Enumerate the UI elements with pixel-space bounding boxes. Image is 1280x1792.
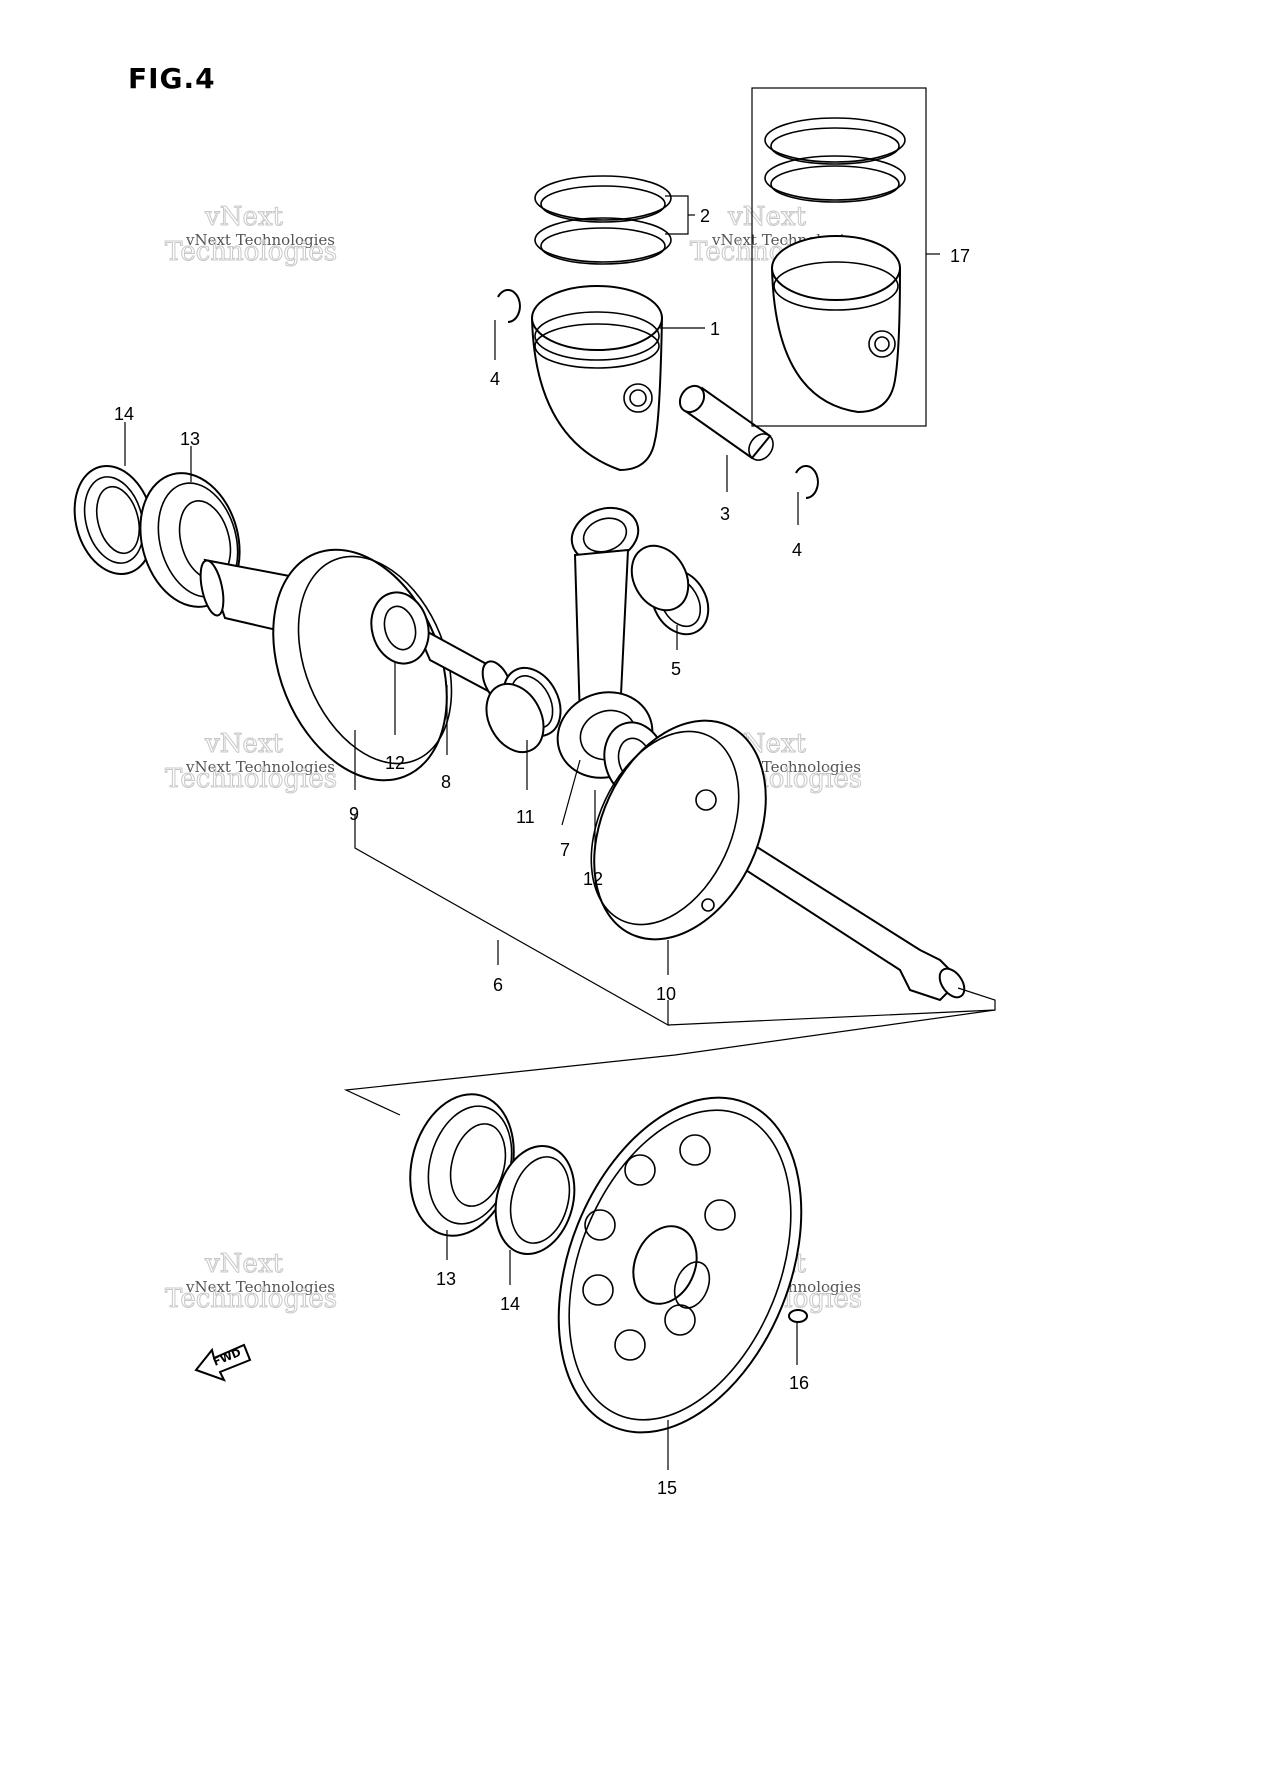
svg-text:Technologies: Technologies xyxy=(165,764,337,794)
svg-text:vNext Technologies: vNext Technologies xyxy=(185,1278,335,1296)
crank-right-half xyxy=(590,719,966,1002)
piston-rings xyxy=(534,175,672,265)
callout-15: 15 xyxy=(657,1478,677,1498)
leader-lines xyxy=(124,195,996,1470)
svg-text:Technologies: Technologies xyxy=(165,1284,337,1314)
svg-text:vNext: vNext xyxy=(204,1249,283,1279)
figure-title: FIG.4 xyxy=(128,62,216,95)
oil-seal-bottom xyxy=(494,1144,576,1256)
piston-pin xyxy=(678,384,774,461)
callout-14a: 14 xyxy=(114,404,134,424)
callout-17: 17 xyxy=(950,246,970,266)
callout-10: 10 xyxy=(656,984,676,1004)
watermark-bottom-left: vNext vNext Technologies Technologies xyxy=(165,1249,338,1315)
callout-7: 7 xyxy=(560,840,570,860)
callout-13a: 13 xyxy=(180,429,200,449)
svg-text:vNext: vNext xyxy=(204,202,283,232)
circlip-left xyxy=(497,289,521,323)
starter-gear xyxy=(557,1096,803,1434)
callout-12b: 12 xyxy=(583,869,603,889)
forward-arrow-icon: FWD xyxy=(194,1343,252,1382)
callout-4a: 4 xyxy=(490,369,500,389)
callout-13b: 13 xyxy=(436,1269,456,1289)
circlip-right xyxy=(795,465,819,499)
svg-text:vNext Technologies: vNext Technologies xyxy=(185,758,335,776)
svg-text:vNext: vNext xyxy=(204,729,283,759)
callout-3: 3 xyxy=(720,504,730,524)
callout-6: 6 xyxy=(493,975,503,995)
small-end-bearing xyxy=(630,544,710,636)
piston xyxy=(530,285,664,472)
connecting-rod xyxy=(556,506,654,779)
callout-14b: 14 xyxy=(500,1294,520,1314)
callout-5: 5 xyxy=(671,659,681,679)
big-end-bearing xyxy=(485,666,562,754)
callout-8: 8 xyxy=(441,772,451,792)
woodruff-key xyxy=(788,1309,808,1323)
svg-text:vNext: vNext xyxy=(727,202,806,232)
callout-16: 16 xyxy=(789,1373,809,1393)
thrust-washer-left xyxy=(370,591,430,665)
callout-1: 1 xyxy=(710,319,720,339)
callout-2: 2 xyxy=(700,206,710,226)
svg-text:Technologies: Technologies xyxy=(165,237,337,267)
callout-11: 11 xyxy=(516,807,535,827)
callout-labels: 1 2 3 4 4 5 6 7 8 9 10 11 12 12 13 13 14… xyxy=(114,206,970,1498)
piston-set-box xyxy=(751,87,927,427)
watermark-top-left: vNext vNext Technologies Technologies xyxy=(165,202,338,268)
callout-12a: 12 xyxy=(385,753,405,773)
callout-4b: 4 xyxy=(792,540,802,560)
svg-text:vNext Technologies: vNext Technologies xyxy=(185,231,335,249)
callout-9: 9 xyxy=(349,804,359,824)
watermark-middle-left: vNext vNext Technologies Technologies xyxy=(165,729,338,795)
